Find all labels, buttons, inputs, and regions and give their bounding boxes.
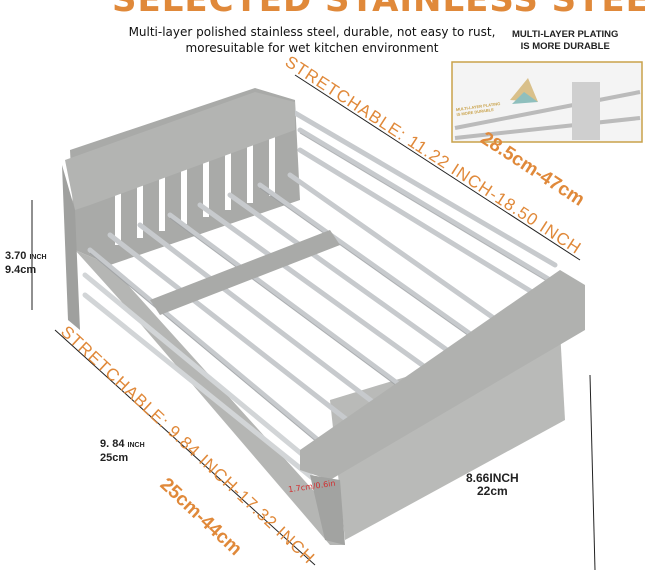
end-inch: 8.66INCH [466, 471, 519, 485]
end-cm: 22cm [476, 484, 508, 498]
dimension-lines [31, 74, 596, 571]
steel-rods [87, 107, 558, 453]
depth-inch: 9. 84 [100, 438, 125, 450]
subtitle-line-1: Multi-layer polished stainless steel, du… [128, 25, 496, 39]
headline: SELECTED STAINLESS STEEL [112, 0, 645, 20]
depth-cm: 25cm [100, 452, 129, 464]
depth-unit: INCH [127, 442, 145, 449]
inset-caption-line-1: MULTI-LAYER PLATING [512, 29, 619, 40]
subtitle-line-2: moresuitable for wet kitchen environment [185, 41, 439, 55]
inset-image [451, 61, 643, 143]
height-inch: 3.70 [5, 250, 27, 262]
height-unit: INCH [29, 254, 47, 261]
inset-caption-line-2: IS MORE DURABLE [520, 41, 610, 52]
height-cm: 9.4cm [5, 264, 37, 276]
